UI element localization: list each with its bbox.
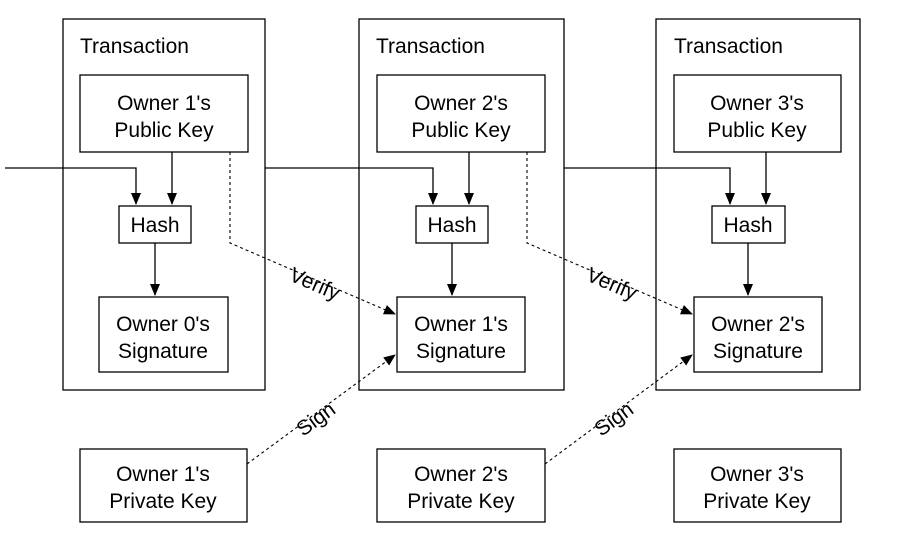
incoming-chain-arrow-2 (265, 167, 438, 205)
incoming-chain-arrow-3 (564, 167, 735, 205)
public-key-label-2-line2: Public Key (411, 119, 511, 142)
sign-label-2: Sign (590, 398, 638, 441)
public-key-label-3-line1: Owner 3's (710, 92, 804, 115)
sign-arrow-2 (544, 354, 693, 465)
signature-box-3 (693, 296, 823, 373)
public-key-box-2 (376, 74, 546, 153)
transaction-title-1: Transaction (80, 35, 189, 58)
private-key-label-2-line2: Private Key (407, 490, 515, 513)
verify-label-1: Verify (286, 263, 344, 305)
transaction-title-2: Transaction (376, 35, 485, 58)
private-key-box-2 (376, 448, 546, 523)
private-key-box-1 (79, 448, 248, 523)
private-key-label-2-line1: Owner 2's (414, 463, 508, 486)
signature-label-3-line2: Signature (713, 340, 803, 363)
private-key-label-1-line2: Private Key (109, 490, 217, 513)
transaction-title-3: Transaction (674, 35, 783, 58)
private-key-label-3-line1: Owner 3's (710, 463, 804, 486)
public-key-box-3 (673, 74, 842, 153)
public-key-label-2-line1: Owner 2's (414, 92, 508, 115)
signature-box-2 (396, 296, 526, 373)
verify-arrow-2 (526, 152, 693, 315)
signature-label-2-line1: Owner 1's (414, 313, 508, 336)
sign-arrow-1 (246, 354, 396, 465)
incoming-chain-arrow-1 (5, 167, 141, 205)
private-key-label-1-line1: Owner 1's (116, 463, 210, 486)
signature-label-3-line1: Owner 2's (711, 313, 805, 336)
signature-label-2-line2: Signature (416, 340, 506, 363)
private-key-label-3-line2: Private Key (703, 490, 811, 513)
public-key-label-1-line1: Owner 1's (117, 92, 211, 115)
hash-label-2: Hash (427, 214, 476, 237)
signature-label-1-line2: Signature (118, 340, 208, 363)
public-key-box-1 (79, 74, 249, 153)
signature-label-1-line1: Owner 0's (116, 313, 210, 336)
hash-box-3 (711, 205, 786, 244)
hash-label-3: Hash (723, 214, 772, 237)
verify-arrow-1 (229, 152, 396, 315)
sign-label-1: Sign (292, 398, 340, 441)
public-key-label-1-line2: Public Key (114, 119, 214, 142)
public-key-label-3-line2: Public Key (707, 119, 807, 142)
private-key-box-3 (673, 448, 842, 523)
hash-label-1: Hash (130, 214, 179, 237)
signature-box-1 (98, 296, 229, 373)
verify-label-2: Verify (583, 263, 641, 305)
